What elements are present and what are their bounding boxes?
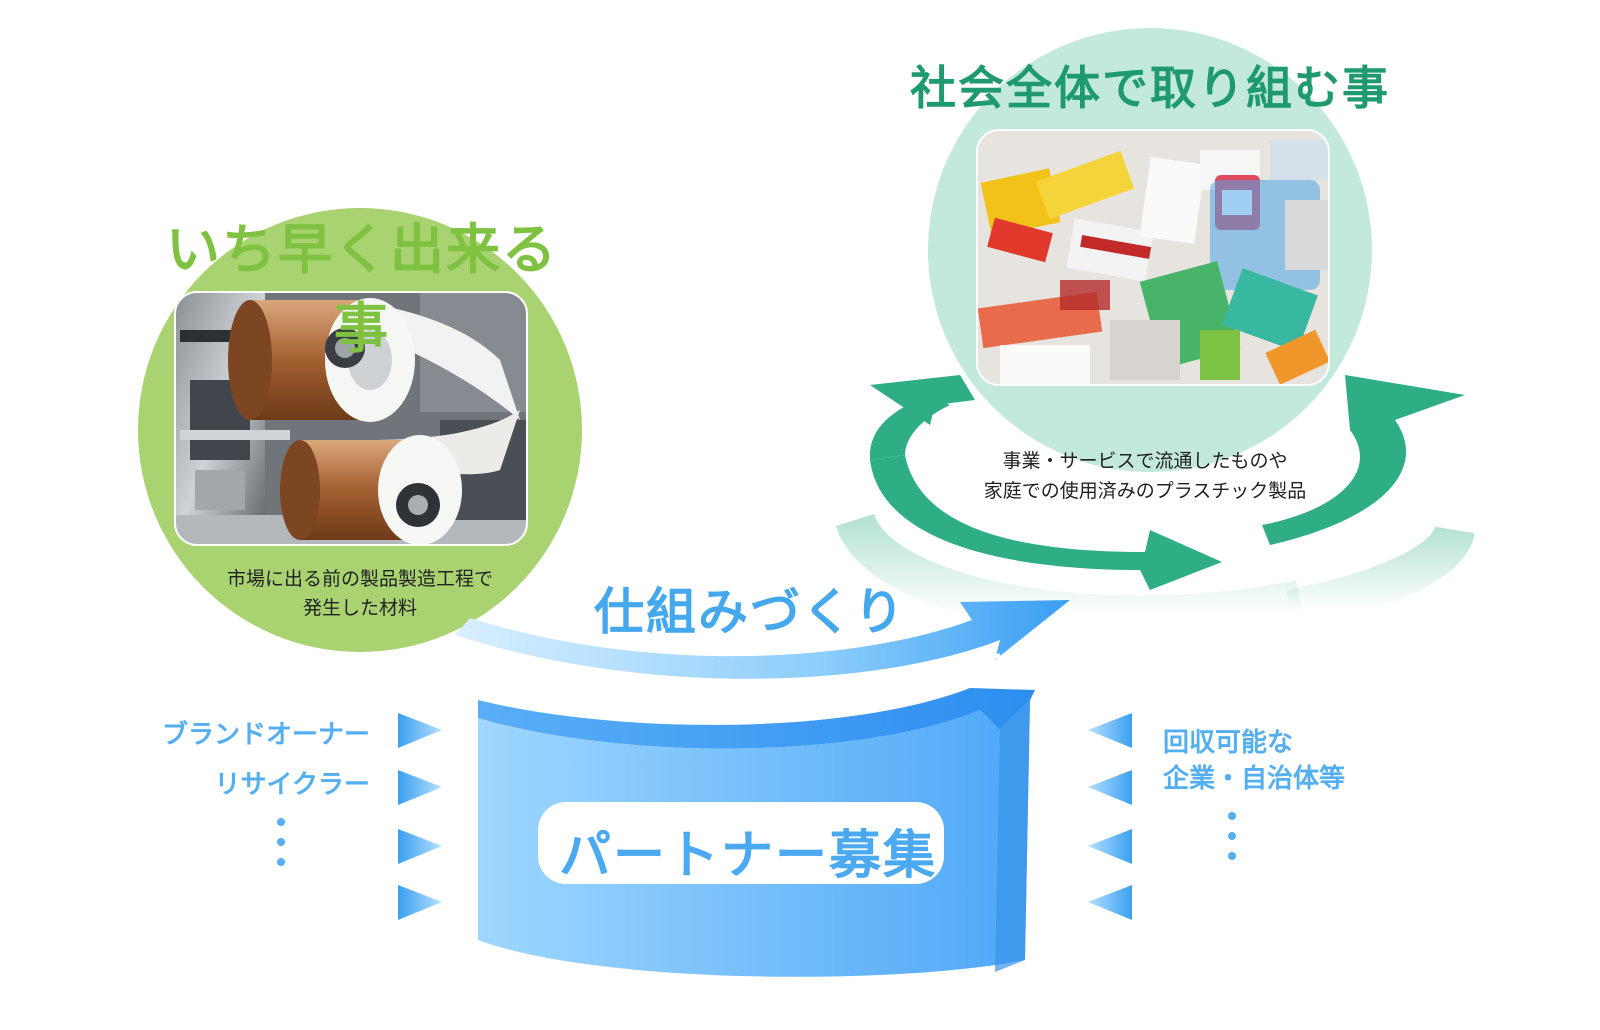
brand-owner-label: ブランドオーナー — [161, 720, 370, 750]
collector-label-line2: 企業・自治体等 — [1163, 764, 1346, 794]
right-caption-line1: 事業・サービスで流通したものや — [1002, 450, 1288, 472]
right-ellipsis — [1228, 812, 1236, 860]
right-chevrons — [1088, 713, 1132, 920]
partner-band — [478, 688, 1035, 977]
partner-label-box — [538, 802, 944, 884]
plastic-waste-photo — [977, 130, 1329, 385]
collector-label-line1: 回収可能な — [1163, 728, 1294, 758]
left-caption-line2: 発生した材料 — [302, 597, 417, 619]
recycler-label: リサイクラー — [214, 770, 370, 800]
left-caption-line1: 市場に出る前の製品製造工程で — [226, 568, 493, 590]
left-circle-title: いち早く出来る事 — [166, 218, 558, 360]
right-circle-title: 社会全体で取り組む事 — [910, 61, 1390, 115]
left-ellipsis — [277, 818, 285, 866]
right-circle-caption: 事業・サービスで流通したものや 家庭での使用済みのプラスチック製品 — [930, 446, 1360, 506]
left-circle-caption: 市場に出る前の製品製造工程で 発生した材料 — [180, 565, 540, 623]
flow-arrow — [455, 600, 1070, 694]
film-roll-machine-photo — [175, 292, 527, 545]
right-caption-line2: 家庭での使用済みのプラスチック製品 — [983, 480, 1307, 502]
cycle-arrow-bottom — [870, 455, 1222, 590]
cycle-arrow-left — [870, 375, 975, 425]
cycle-arrow-right — [1262, 375, 1465, 545]
partner-banner-label: パートナー募集 — [558, 826, 937, 886]
left-chevrons — [398, 713, 442, 920]
flow-arrow-label: 仕組みづくり — [594, 583, 906, 641]
